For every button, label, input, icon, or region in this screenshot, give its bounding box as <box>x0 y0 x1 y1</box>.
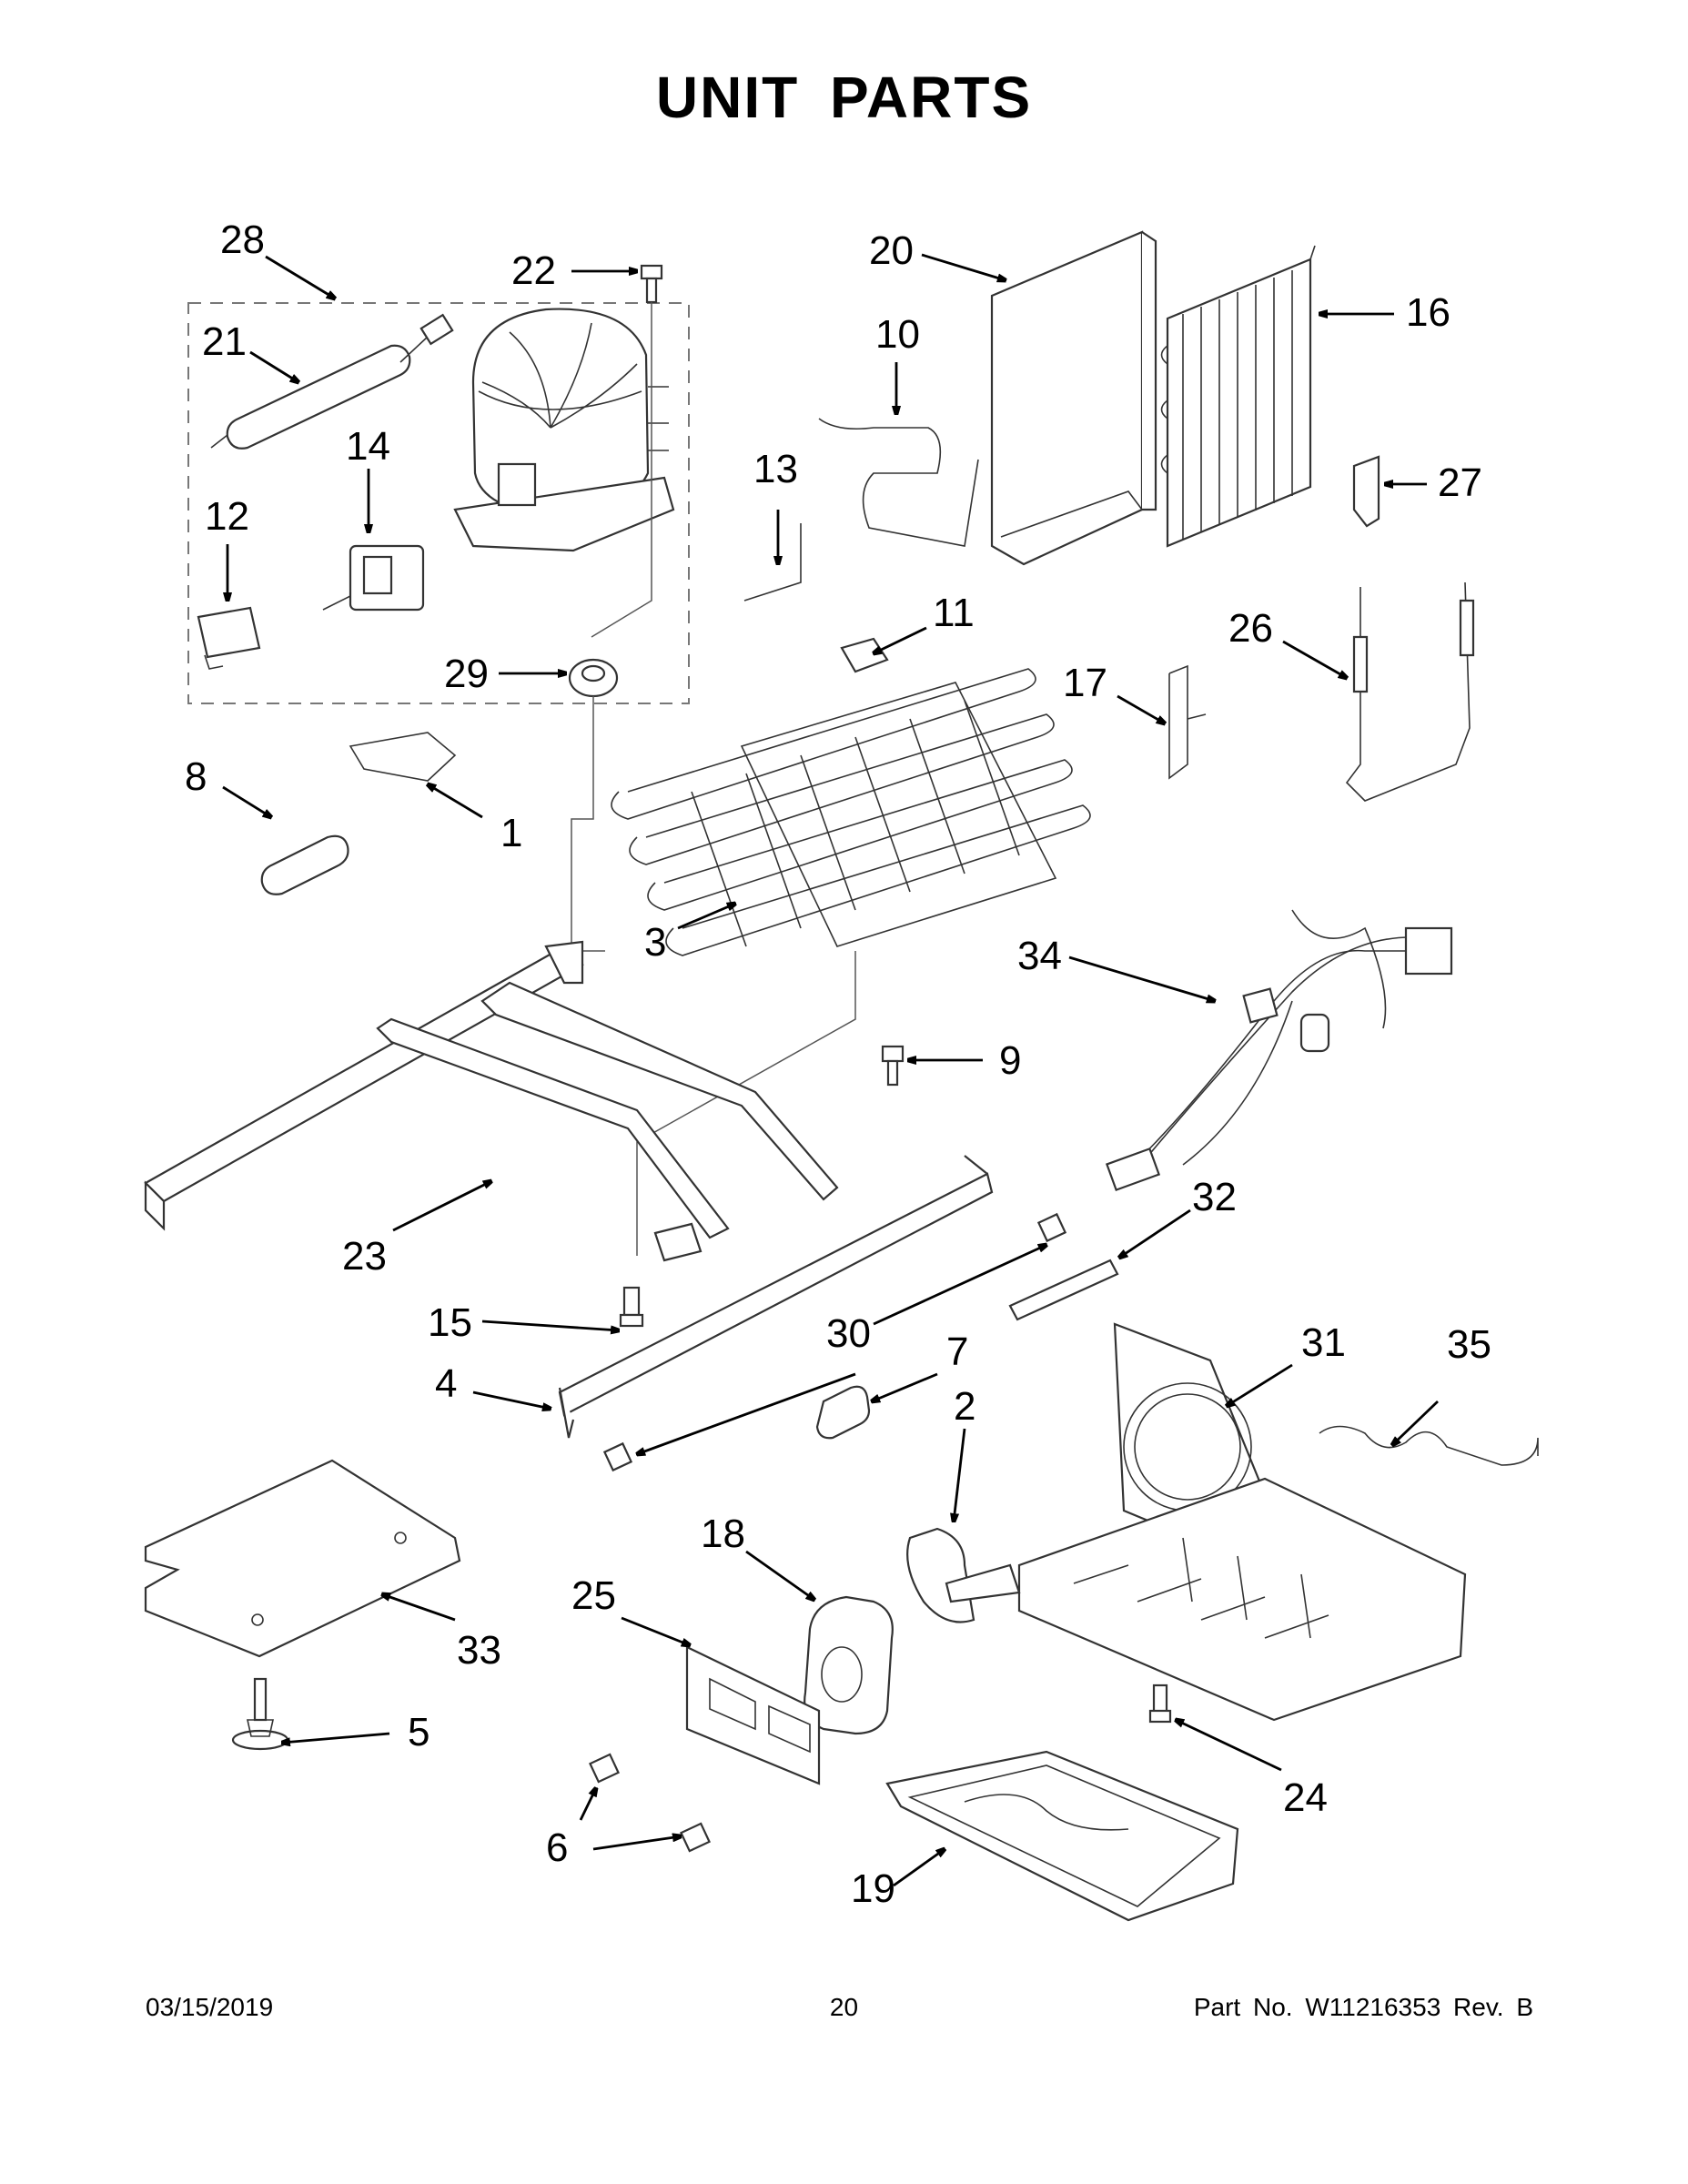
callout-9: 9 <box>999 1038 1021 1083</box>
tie-part-32 <box>1008 1259 1119 1321</box>
frame-part-23 <box>144 940 839 1262</box>
callout-25: 25 <box>571 1573 616 1618</box>
plug-part-7 <box>815 1385 871 1440</box>
callout-31: 31 <box>1301 1320 1346 1365</box>
footer-part-number: Part No. W11216353 Rev. B <box>1193 1993 1533 2021</box>
callout-13: 13 <box>753 447 798 491</box>
callout-5: 5 <box>408 1710 430 1754</box>
callout-17: 17 <box>1063 661 1107 705</box>
tube-part-35 <box>1319 1425 1539 1466</box>
callout-28: 28 <box>220 217 265 262</box>
fan-blade-part-2 <box>906 1527 1021 1623</box>
screw-part-30b <box>602 1441 633 1472</box>
callout-29: 29 <box>444 652 489 696</box>
evaporator-part-3 <box>611 668 1091 1256</box>
cover-part-33 <box>144 1459 461 1658</box>
callout-20: 20 <box>869 228 914 273</box>
callout-23: 23 <box>342 1234 387 1279</box>
clip-part-17 <box>1168 664 1207 780</box>
callout-2: 2 <box>954 1384 975 1429</box>
screw-part-6a <box>589 1753 620 1784</box>
callout-24: 24 <box>1283 1775 1328 1820</box>
part-8 <box>260 834 349 895</box>
callout-22: 22 <box>511 248 556 293</box>
callout-19: 19 <box>851 1866 895 1911</box>
callout-7: 7 <box>946 1330 968 1374</box>
callout-4: 4 <box>435 1361 457 1406</box>
compressor-part <box>453 308 675 552</box>
callout-11: 11 <box>933 591 975 635</box>
callout-18: 18 <box>701 1512 745 1556</box>
base-plate <box>1017 1477 1467 1722</box>
tube-part-10 <box>818 418 979 547</box>
capacitor-part-12 <box>197 606 261 670</box>
callout-3: 3 <box>644 920 666 965</box>
drain-pan-part-19 <box>885 1750 1239 1922</box>
callout-14: 14 <box>346 424 390 469</box>
screw-part-6b <box>680 1822 711 1853</box>
shroud-part-20 <box>990 230 1157 566</box>
screw-part-9 <box>881 1045 905 1087</box>
bolt-part-22 <box>591 264 663 638</box>
bracket-part-11 <box>840 637 889 673</box>
callout-labels: 28 22 21 14 12 29 20 10 16 13 27 11 26 1… <box>185 217 1491 1911</box>
callout-10: 10 <box>875 312 920 357</box>
bracket-part-25 <box>685 1645 821 1785</box>
drier-part <box>210 313 454 450</box>
screw-part-24 <box>1148 1684 1172 1724</box>
callout-15: 15 <box>428 1300 472 1345</box>
part-1 <box>349 732 457 782</box>
callout-21: 21 <box>202 319 247 364</box>
callout-6: 6 <box>546 1825 568 1870</box>
callout-1: 1 <box>500 811 522 855</box>
compressor-kit-outline <box>187 302 690 704</box>
tube-part-26 <box>1345 581 1475 802</box>
footer-page-number: 20 <box>829 1993 859 2021</box>
foot-part-5 <box>231 1677 289 1751</box>
callout-33: 33 <box>457 1628 501 1673</box>
callout-30: 30 <box>826 1311 871 1356</box>
callout-26: 26 <box>1228 606 1273 651</box>
relay-part-14 <box>322 544 425 612</box>
callout-35: 35 <box>1447 1322 1491 1367</box>
harness-part-34 <box>1105 909 1453 1192</box>
condenser-part-16 <box>1160 245 1316 548</box>
tube-part-13 <box>743 523 802 602</box>
page-title: UNIT PARTS <box>655 65 1033 130</box>
screw-part-15 <box>619 1286 644 1328</box>
callout-27: 27 <box>1438 460 1482 505</box>
screw-part-30a <box>1036 1212 1067 1243</box>
callout-12: 12 <box>205 494 249 539</box>
callout-32: 32 <box>1192 1175 1237 1219</box>
callout-arrows <box>222 253 1439 1887</box>
callout-16: 16 <box>1406 290 1450 335</box>
callout-8: 8 <box>185 754 207 799</box>
rail-part-4 <box>558 1155 994 1439</box>
bracket-part-27 <box>1352 455 1380 528</box>
footer-date: 03/15/2019 <box>146 1993 274 2021</box>
callout-34: 34 <box>1017 934 1062 978</box>
